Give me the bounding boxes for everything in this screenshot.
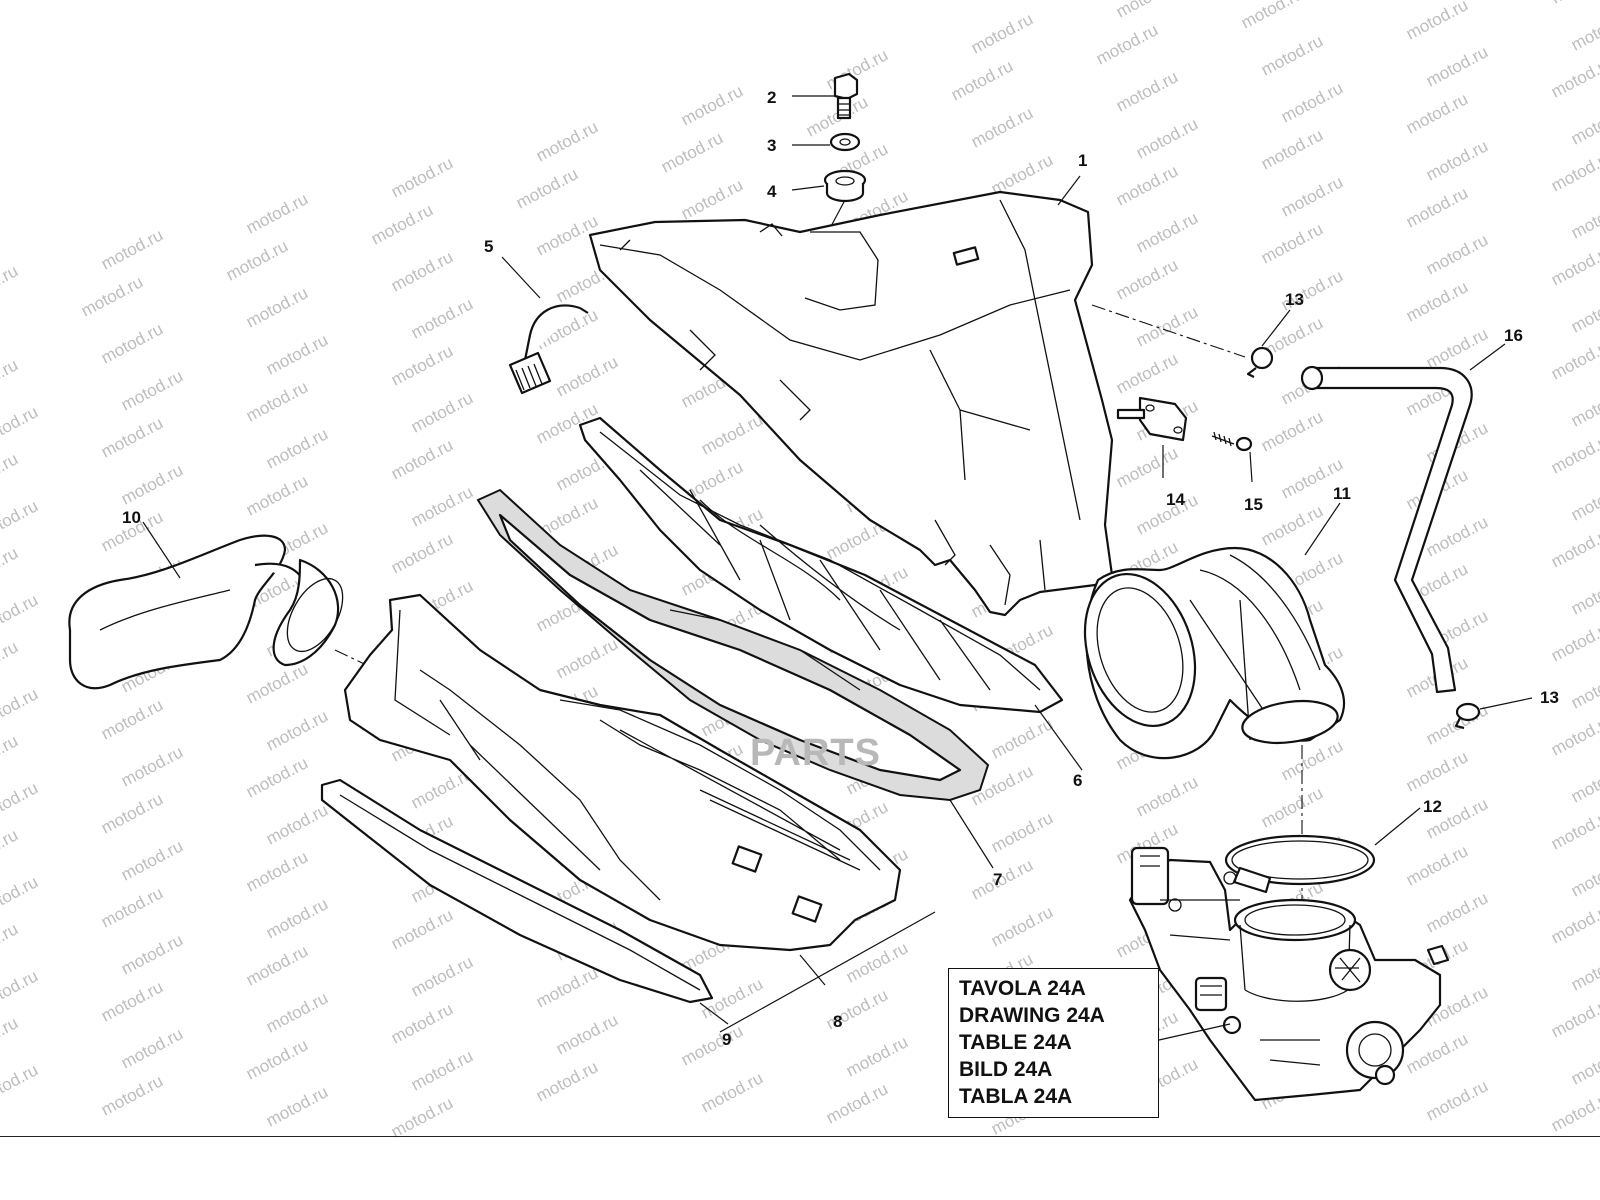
callout-6: 6 [1073, 771, 1082, 790]
callout-7: 7 [993, 870, 1002, 889]
callout-16: 16 [1504, 326, 1523, 345]
callout-8: 8 [833, 1012, 842, 1031]
part-9-seal [320, 778, 714, 1004]
part-3-washer [829, 132, 861, 152]
part-7-filter-element [476, 488, 990, 802]
callout-2: 2 [767, 88, 776, 107]
callout-14: 14 [1166, 490, 1185, 509]
part-8-airbox-base [343, 593, 902, 952]
part-10-intake-duct [68, 534, 344, 690]
callout-15: 15 [1244, 495, 1263, 514]
callout-4: 4 [767, 182, 777, 201]
reference-drawing-box: TAVOLA 24A DRAWING 24A TABLE 24A BILD 24… [948, 968, 1159, 1118]
ref-line-es: TABLA 24A [959, 1085, 1073, 1108]
callout-10: 10 [122, 508, 141, 527]
callout-9: 9 [722, 1030, 731, 1049]
parts-watermark-badge: PARTS [750, 732, 881, 774]
part-14-plate [1116, 396, 1188, 442]
part-1-airbox-cover [588, 190, 1114, 617]
part-16-hose [1300, 365, 1473, 694]
part-13-clamp-lower [1454, 702, 1481, 730]
part-2-bolt [833, 72, 859, 120]
ref-line-en-table: TABLE 24A [959, 1031, 1072, 1054]
part-15-screw [1211, 431, 1253, 452]
part-11-intake-boot [1083, 546, 1345, 760]
callout-5: 5 [484, 237, 493, 256]
callout-13-lower: 13 [1540, 688, 1559, 707]
ref-line-en-drawing: DRAWING 24A [959, 1004, 1105, 1027]
ref-line-it: TAVOLA 24A [959, 977, 1086, 1000]
bottom-border-line [0, 1136, 1600, 1137]
callout-13-upper: 13 [1285, 290, 1304, 309]
part-4-grommet [823, 169, 867, 203]
callout-3: 3 [767, 136, 776, 155]
ref-line-de: BILD 24A [959, 1058, 1053, 1081]
callout-12: 12 [1423, 797, 1442, 816]
callout-11: 11 [1333, 484, 1351, 503]
throttle-body [1128, 846, 1450, 1102]
part-13-clamp-upper [1246, 346, 1274, 378]
part-12-hose-clamp [1224, 834, 1376, 894]
callout-1: 1 [1078, 151, 1087, 170]
part-5-clip [508, 304, 589, 395]
